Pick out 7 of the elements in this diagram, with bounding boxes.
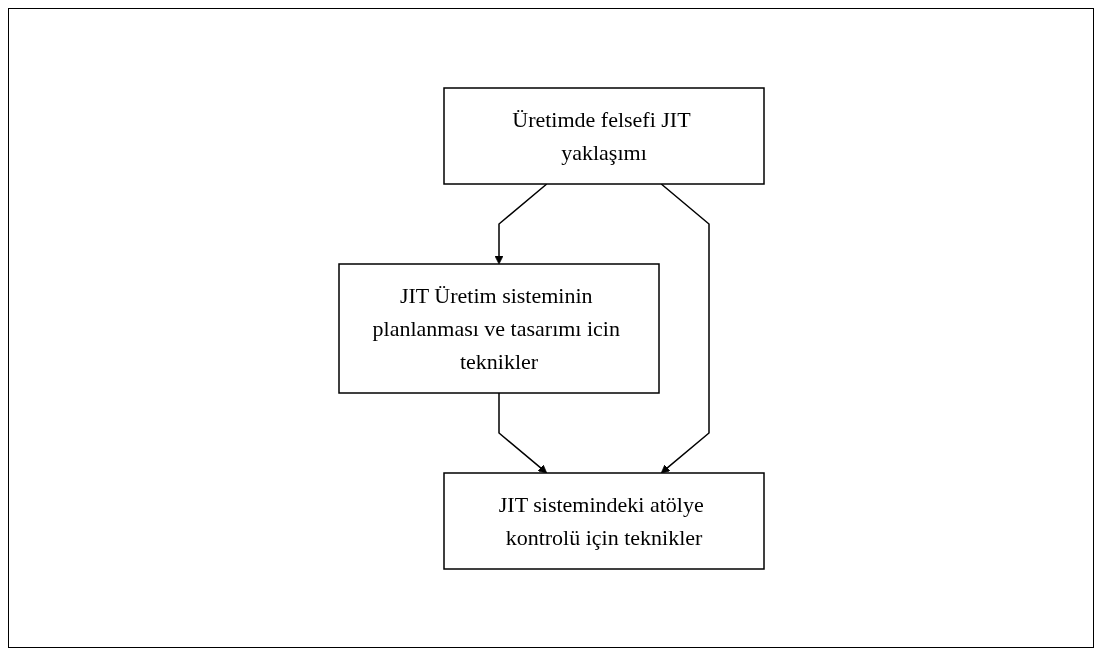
arrow [660,182,710,473]
arrow [497,391,547,473]
node-box [442,471,765,570]
node-box [337,262,660,394]
node-box [442,86,765,185]
arrow [494,182,547,264]
frame-border: Üretimde felsefi JIT yaklaşımı JIT Üretim sisteminin planlanması ve tasarımı icin teknikler JIT sistemindeki atölye kontrolü için teknikler [8,8,1094,648]
